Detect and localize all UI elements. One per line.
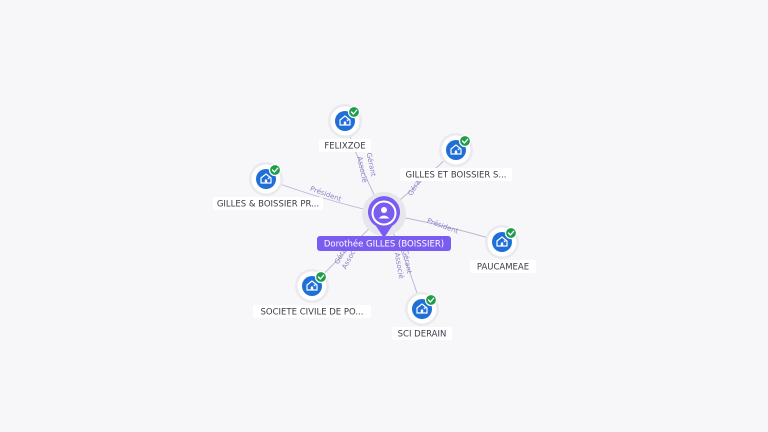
company-node-sci-derain[interactable]: SCI DERAIN: [392, 292, 452, 340]
company-name-label: SOCIETE CIVILE DE PO...: [261, 308, 364, 318]
company-label-bg: [400, 168, 512, 181]
check-icon: [458, 134, 472, 148]
company-node-felixzoe[interactable]: FELIXZOE: [319, 104, 371, 152]
company-label-bg: [392, 327, 452, 340]
building-icon: [496, 236, 508, 247]
building-icon: [450, 144, 462, 155]
building-icon: [260, 173, 272, 184]
person-node[interactable]: Dorothée GILLES (BOISSIER): [317, 192, 451, 251]
person-name-label: Dorothée GILLES (BOISSIER): [324, 239, 444, 250]
company-name-label: GILLES & BOISSIER PR...: [217, 200, 319, 210]
edge-label-paucameae-0: Président: [426, 217, 460, 236]
building-icon: [416, 303, 428, 314]
company-name-label: SCI DERAIN: [398, 330, 447, 340]
check-icon: [424, 293, 438, 307]
company-node-societe-civile[interactable]: SOCIETE CIVILE DE PO...: [253, 269, 371, 318]
check-icon: [347, 105, 361, 119]
company-label-bg: [319, 139, 371, 152]
person-label-bg: [317, 236, 451, 251]
building-icon: [306, 280, 318, 291]
company-label-bg: [213, 197, 323, 210]
company-node-paucameae[interactable]: PAUCAMEAE: [470, 225, 536, 273]
check-icon: [268, 163, 282, 177]
nodes-layer: FELIXZOE GILLES ET BOISSIER S... GILLES & …: [213, 104, 536, 340]
company-node-gilles-boissier-pr[interactable]: GILLES & BOISSIER PR...: [213, 162, 323, 210]
building-icon: [339, 115, 351, 126]
person-icon: [378, 207, 390, 219]
company-label-bg: [470, 260, 536, 273]
company-node-gilles-boissier-s[interactable]: GILLES ET BOISSIER S...: [400, 133, 512, 181]
company-label-bg: [253, 305, 371, 318]
check-icon: [504, 226, 518, 240]
company-name-label: GILLES ET BOISSIER S...: [406, 171, 507, 181]
check-icon: [314, 270, 328, 284]
company-name-label: PAUCAMEAE: [477, 263, 529, 273]
company-name-label: FELIXZOE: [324, 142, 365, 152]
